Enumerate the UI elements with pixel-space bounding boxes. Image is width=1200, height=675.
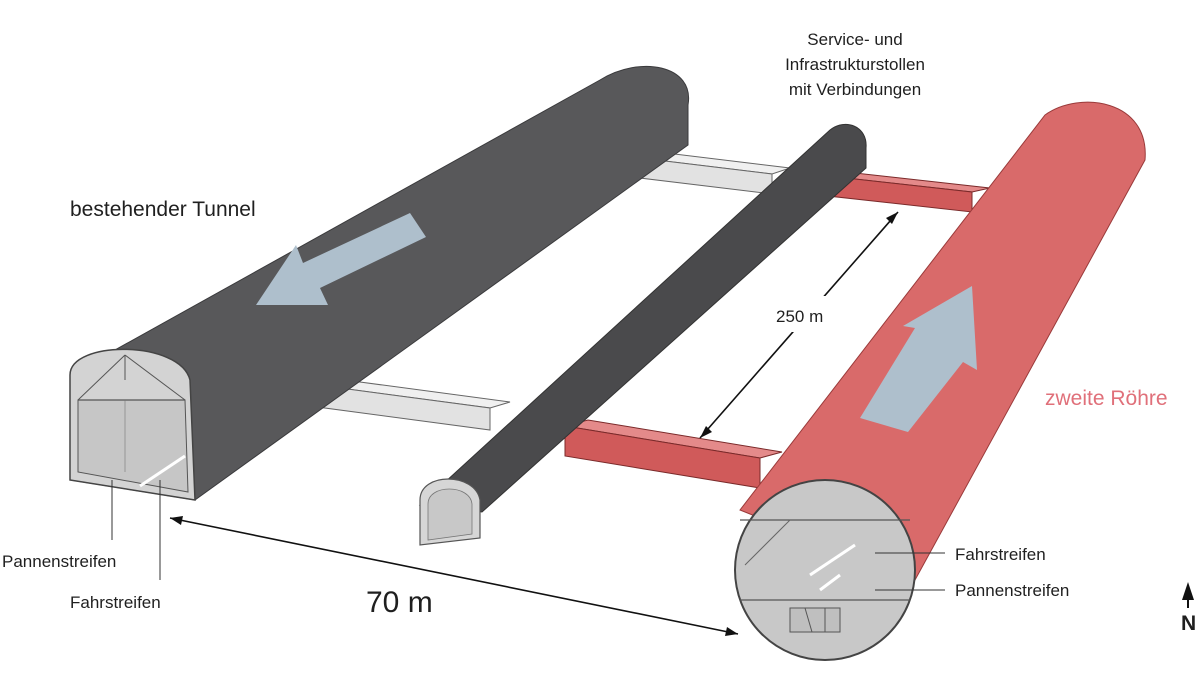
label-service-gallery-line1: Service- und xyxy=(807,30,902,49)
label-second-tube: zweite Röhre xyxy=(1045,387,1168,410)
crosscut-red-bottom xyxy=(564,419,783,489)
label-distance-70m: 70 m xyxy=(366,586,433,619)
existing-tunnel xyxy=(69,65,690,501)
service-gallery xyxy=(418,123,867,546)
label-right-driving-lane: Fahrstreifen xyxy=(955,545,1046,564)
label-north: N xyxy=(1181,612,1196,635)
leader-lines xyxy=(111,480,945,591)
label-service-gallery-line3: mit Verbindungen xyxy=(789,80,921,99)
label-existing-tunnel: bestehender Tunnel xyxy=(70,198,256,221)
dimension-70m xyxy=(169,516,739,636)
label-right-breakdown-lane: Pannenstreifen xyxy=(955,581,1069,600)
dimension-250m xyxy=(699,211,899,439)
label-left-driving-lane: Fahrstreifen xyxy=(70,593,161,612)
arrow-icon xyxy=(860,286,977,432)
north-arrow-icon xyxy=(1182,582,1194,608)
label-left-breakdown-lane: Pannenstreifen xyxy=(2,552,116,571)
label-service-gallery-line2: Infrastrukturstollen xyxy=(785,55,925,74)
arrow-icon xyxy=(256,213,426,305)
existing-tunnel-portal xyxy=(69,348,196,501)
second-tube-portal xyxy=(734,479,916,661)
second-tube xyxy=(734,101,1146,661)
label-distance-250m: 250 m xyxy=(776,307,823,326)
